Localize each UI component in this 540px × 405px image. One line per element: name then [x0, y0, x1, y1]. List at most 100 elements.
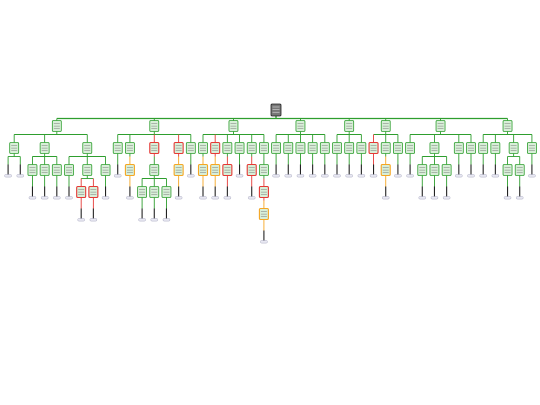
- tree-node-ok[interactable]: [527, 142, 537, 154]
- tree-node-ok[interactable]: [393, 142, 403, 154]
- tree-node-ok[interactable]: [332, 142, 342, 154]
- tree-node-ok[interactable]: [161, 186, 172, 198]
- tree-node-ok[interactable]: [27, 164, 38, 176]
- leaf-node[interactable]: [333, 164, 341, 178]
- leaf-node[interactable]: [199, 186, 207, 200]
- tree-node-ok[interactable]: [149, 164, 160, 176]
- leaf-node[interactable]: [53, 186, 61, 200]
- leaf-node[interactable]: [369, 164, 378, 178]
- tree-node-ok[interactable]: [319, 142, 330, 154]
- tree-node-ok[interactable]: [100, 164, 111, 176]
- tree-node-error[interactable]: [246, 163, 257, 177]
- tree-node-ok[interactable]: [9, 142, 20, 154]
- leaf-node[interactable]: [4, 164, 12, 178]
- tree-node-ok[interactable]: [344, 120, 355, 132]
- leaf-node[interactable]: [77, 208, 85, 222]
- root-node[interactable]: [270, 103, 282, 117]
- tree-node-ok[interactable]: [51, 164, 62, 176]
- leaf-node[interactable]: [65, 186, 73, 200]
- leaf-node[interactable]: [418, 186, 426, 200]
- tree-node-ok[interactable]: [82, 142, 93, 154]
- leaf-node[interactable]: [516, 186, 524, 200]
- tree-node-ok[interactable]: [417, 164, 428, 176]
- tree-node-ok[interactable]: [502, 120, 513, 132]
- tree-node-ok[interactable]: [295, 120, 306, 132]
- leaf-node[interactable]: [284, 164, 292, 178]
- leaf-node[interactable]: [491, 164, 500, 178]
- leaf-node[interactable]: [211, 186, 219, 200]
- leaf-node[interactable]: [382, 186, 390, 200]
- tree-node-ok[interactable]: [429, 142, 440, 154]
- tree-node-warning[interactable]: [197, 163, 209, 177]
- tree-node-ok[interactable]: [502, 164, 513, 176]
- tree-node-warning[interactable]: [258, 207, 269, 221]
- leaf-node[interactable]: [406, 164, 414, 178]
- tree-node-error[interactable]: [88, 185, 99, 199]
- tree-node-ok[interactable]: [39, 164, 50, 176]
- tree-node-ok[interactable]: [514, 164, 525, 176]
- leaf-node[interactable]: [28, 186, 37, 200]
- leaf-node[interactable]: [467, 164, 475, 178]
- tree-node-ok[interactable]: [478, 142, 489, 154]
- leaf-node[interactable]: [101, 186, 110, 200]
- tree-node-error[interactable]: [258, 185, 269, 199]
- tree-node-ok[interactable]: [222, 142, 233, 154]
- tree-node-ok[interactable]: [125, 142, 135, 154]
- tree-node-warning[interactable]: [124, 163, 135, 177]
- tree-node-error[interactable]: [173, 141, 184, 155]
- tree-node-ok[interactable]: [380, 120, 391, 132]
- tree-node-ok[interactable]: [259, 164, 269, 176]
- leaf-node[interactable]: [40, 186, 49, 200]
- leaf-node[interactable]: [455, 164, 463, 178]
- tree-node-warning[interactable]: [210, 163, 221, 177]
- leaf-node[interactable]: [479, 164, 487, 178]
- leaf-node[interactable]: [308, 164, 317, 178]
- leaf-node[interactable]: [528, 164, 536, 178]
- tree-node-ok[interactable]: [149, 186, 160, 198]
- tree-node-warning[interactable]: [380, 163, 391, 177]
- tree-node-ok[interactable]: [82, 164, 93, 176]
- tree-node-ok[interactable]: [271, 142, 281, 154]
- leaf-node[interactable]: [150, 208, 158, 222]
- tree-node-error[interactable]: [222, 163, 233, 177]
- tree-node-ok[interactable]: [490, 142, 501, 154]
- leaf-node[interactable]: [248, 186, 256, 200]
- leaf-node[interactable]: [174, 186, 183, 200]
- tree-node-ok[interactable]: [380, 142, 391, 154]
- tree-node-ok[interactable]: [185, 142, 196, 154]
- leaf-node[interactable]: [223, 186, 232, 200]
- tree-node-ok[interactable]: [137, 186, 147, 198]
- leaf-node[interactable]: [442, 186, 451, 200]
- tree-node-ok[interactable]: [435, 120, 446, 132]
- leaf-node[interactable]: [235, 164, 244, 178]
- tree-node-ok[interactable]: [228, 120, 239, 132]
- tree-node-ok[interactable]: [508, 142, 519, 154]
- leaf-node[interactable]: [162, 208, 171, 222]
- leaf-node[interactable]: [187, 164, 195, 178]
- leaf-node[interactable]: [16, 164, 24, 178]
- tree-node-ok[interactable]: [259, 142, 269, 154]
- tree-node-ok[interactable]: [51, 120, 62, 132]
- leaf-node[interactable]: [138, 208, 146, 222]
- tree-node-ok[interactable]: [246, 142, 257, 154]
- tree-node-ok[interactable]: [405, 142, 415, 154]
- tree-node-ok[interactable]: [344, 142, 355, 154]
- tree-node-ok[interactable]: [307, 142, 318, 154]
- tree-node-ok[interactable]: [453, 142, 464, 154]
- leaf-node[interactable]: [272, 164, 280, 178]
- tree-node-ok[interactable]: [356, 142, 367, 154]
- tree-node-ok[interactable]: [283, 142, 294, 154]
- leaf-node[interactable]: [394, 164, 402, 178]
- leaf-node[interactable]: [296, 164, 305, 178]
- tree-node-warning[interactable]: [173, 163, 184, 177]
- tree-node-ok[interactable]: [149, 120, 160, 132]
- tree-node-error[interactable]: [149, 141, 160, 155]
- tree-node-ok[interactable]: [198, 142, 208, 154]
- tree-node-ok[interactable]: [234, 142, 245, 154]
- tree-node-error[interactable]: [210, 141, 221, 155]
- tree-node-ok[interactable]: [112, 142, 123, 154]
- leaf-node[interactable]: [345, 164, 353, 178]
- tree-node-ok[interactable]: [64, 164, 74, 176]
- leaf-node[interactable]: [260, 230, 268, 244]
- tree-node-ok[interactable]: [429, 164, 440, 176]
